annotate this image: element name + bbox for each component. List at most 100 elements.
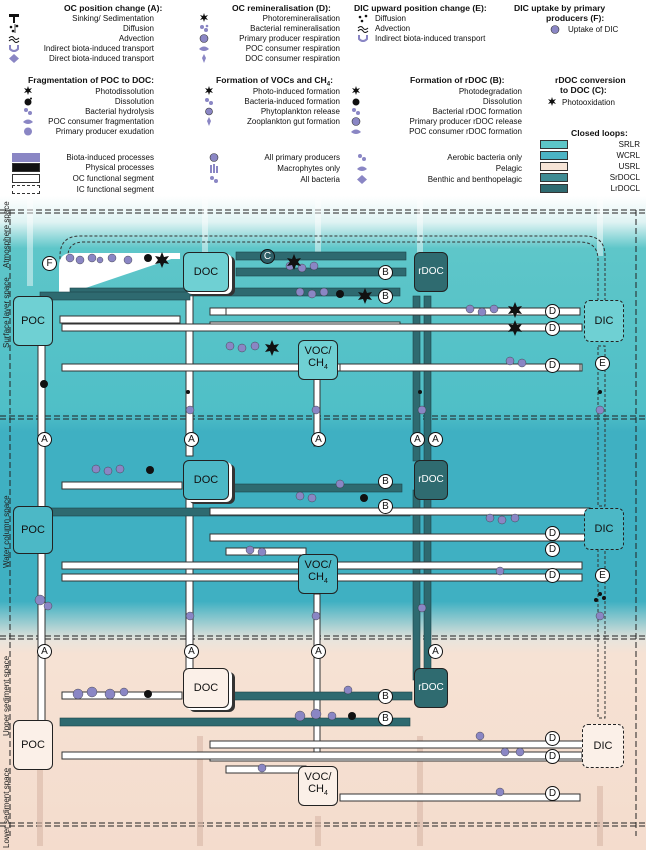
legend-item: Photo-induced formation <box>252 87 340 96</box>
legend-item: Macrophytes only <box>277 164 340 173</box>
legend-item: Dissolution <box>114 97 154 106</box>
legend-item: Primary producer respiration <box>239 34 340 43</box>
legend-oc-position-title: OC position change (A): <box>64 3 163 13</box>
dissolution-icon <box>352 98 360 106</box>
loop-swatch-usrl <box>540 162 568 171</box>
badge-a: A <box>410 432 425 447</box>
badge-d: D <box>545 542 560 557</box>
legend-vocs-title: Formation of VOCs and CH4: <box>216 75 333 88</box>
legend-item: Dissolution <box>482 97 522 106</box>
bacteria-icon <box>352 108 360 115</box>
sediment-poc-box[interactable]: POC <box>13 720 53 770</box>
badge-a: A <box>184 432 199 447</box>
sediment-voc-box[interactable]: VOC/CH4 <box>298 766 338 806</box>
badge-d: D <box>545 321 560 336</box>
badge-d: D <box>545 358 560 373</box>
surface-voc-box[interactable]: VOC/CH4 <box>298 340 338 380</box>
phytoplankton-icon <box>199 34 209 43</box>
biota-swatch <box>12 153 40 162</box>
badge-a: A <box>37 432 52 447</box>
primary-producer-icon <box>351 117 361 126</box>
badge-e: E <box>595 568 610 583</box>
legend-item: All bacteria <box>300 175 340 184</box>
legend-item: Diffusion <box>375 14 406 23</box>
legend-item: LrDOCL <box>610 184 640 193</box>
water-dic-box[interactable]: DIC <box>584 508 624 550</box>
surface-dic-box[interactable]: DIC <box>584 300 624 342</box>
indirect-transport-icon <box>358 35 368 42</box>
legend-item: USRL <box>618 162 640 171</box>
indirect-transport-icon <box>9 45 19 52</box>
badge-d: D <box>545 786 560 801</box>
legend-item: Photodissolution <box>95 87 154 96</box>
diffusion-icon <box>9 24 19 33</box>
surface-poc-box[interactable]: POC <box>13 296 53 346</box>
dissolution-icon <box>24 97 32 106</box>
advection-icon <box>357 26 369 33</box>
legend-item: Indirect biota-induced transport <box>375 34 486 43</box>
badge-a: A <box>37 644 52 659</box>
aerobic-bacteria-icon <box>358 154 366 161</box>
sediment-rdoc-box[interactable]: rDOC <box>414 668 448 708</box>
water-poc-box[interactable]: POC <box>13 506 53 554</box>
space-label-water: Water column space <box>2 495 11 568</box>
legend-item: Aerobic bacteria only <box>447 153 522 162</box>
badge-b: B <box>378 499 393 514</box>
loop-swatch-srdocl <box>540 173 568 182</box>
legend-item: Indirect biota-induced transport <box>43 44 154 53</box>
ic-segment-swatch <box>12 185 40 194</box>
legend-item: Photoremineralisation <box>262 14 340 23</box>
sediment-doc-box[interactable]: DOC <box>183 668 229 708</box>
sun-icon <box>24 86 32 95</box>
legend-item: Bacterial rDOC formation <box>432 107 522 116</box>
bacteria-icon <box>24 108 32 115</box>
space-label-lower-sediment: Lower sediment space <box>2 767 11 848</box>
legend-item: WCRL <box>616 151 640 160</box>
legend-item: DOC consumer respiration <box>245 54 340 63</box>
sinking-icon <box>9 14 19 23</box>
legend-item: Advection <box>375 24 411 33</box>
legend-item: Photooxidation <box>562 98 615 107</box>
badge-a: A <box>184 644 199 659</box>
legend-oc-remin-title: OC remineralisation (D): <box>232 3 331 13</box>
diagram-scene: Atmosphere space Surface layer space Wat… <box>0 196 646 850</box>
legend-item: POC consumer respiration <box>245 44 340 53</box>
legend-item: Bacterial remineralisation <box>250 24 340 33</box>
space-label-atmosphere: Atmosphere space <box>2 201 11 268</box>
poc-consumer-icon <box>23 119 33 124</box>
poc-consumer-icon <box>351 129 361 134</box>
legend-dic-uptake-title-2: producers (F): <box>546 13 605 23</box>
legend-item: Direct biota-induced transport <box>49 54 154 63</box>
badge-b: B <box>378 689 393 704</box>
physical-swatch <box>12 163 40 172</box>
legend-item: Advection <box>118 34 154 43</box>
legend-item: Photodegradation <box>458 87 522 96</box>
zooplankton-icon <box>207 117 211 126</box>
legend-item: All primary producers <box>264 153 340 162</box>
loop-swatch-srlr <box>540 140 568 149</box>
legend-item: SrDOCL <box>609 173 640 182</box>
legend-item: OC functional segment <box>72 174 154 183</box>
badge-d: D <box>545 568 560 583</box>
legend-item: Zooplankton gut formation <box>247 117 340 126</box>
badge-e: E <box>595 356 610 371</box>
space-label-upper-sediment: Upper sediment space <box>2 655 11 736</box>
badge-c: C <box>260 249 275 264</box>
sun-icon <box>352 86 360 95</box>
surface-doc-box[interactable]: DOC <box>183 252 229 292</box>
legend-rdoc-title: Formation of rDOC (B): <box>410 75 505 85</box>
primary-producer-icon <box>209 153 219 162</box>
sediment-dic-box[interactable]: DIC <box>582 724 624 768</box>
badge-d: D <box>545 731 560 746</box>
water-doc-box[interactable]: DOC <box>183 460 229 500</box>
macrophyte-icon <box>210 164 218 173</box>
direct-transport-icon <box>9 54 19 63</box>
pelagic-icon <box>357 166 367 171</box>
badge-a: A <box>311 432 326 447</box>
water-rdoc-box[interactable]: rDOC <box>414 460 448 500</box>
water-voc-box[interactable]: VOC/CH4 <box>298 554 338 594</box>
space-label-surface: Surface layer space <box>2 277 11 348</box>
legend-dic-upward-title: DIC upward position change (E): <box>354 3 487 13</box>
closed-loops-title: Closed loops: <box>571 128 628 138</box>
surface-rdoc-box[interactable]: rDOC <box>414 252 448 292</box>
